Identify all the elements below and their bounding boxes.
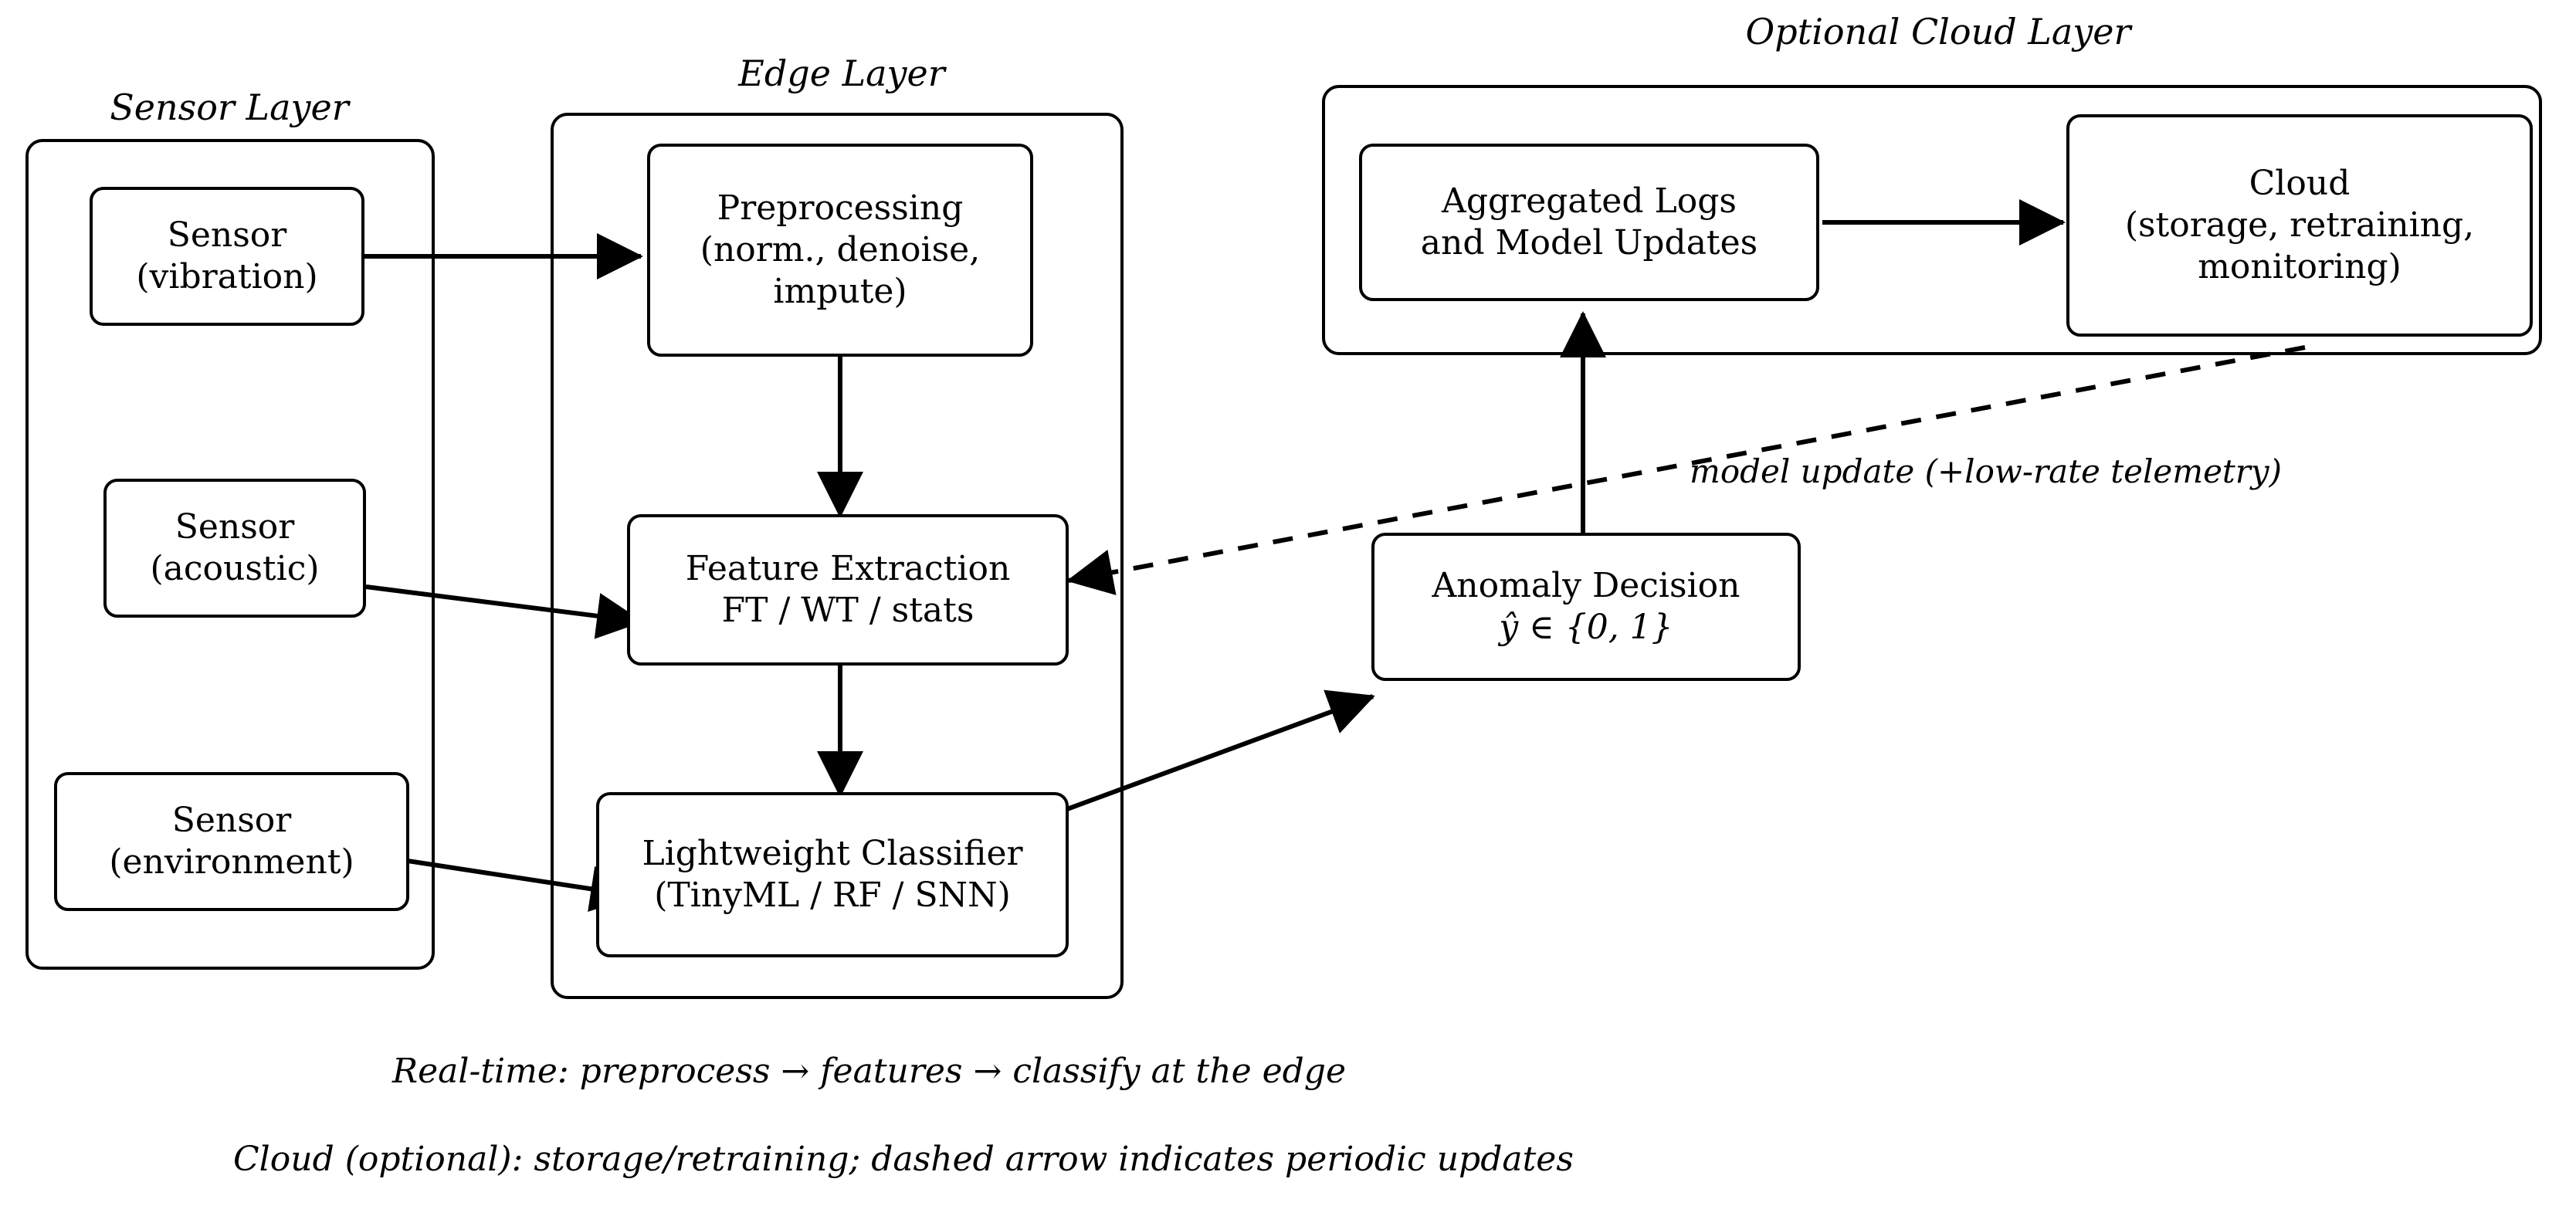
cloud-layer-title: Optional Cloud Layer	[1745, 11, 2131, 53]
node-feature-extraction-line1: Feature Extraction	[685, 549, 1011, 589]
node-sensor-environment[interactable]: Sensor (environment)	[54, 772, 409, 911]
node-aggregated-logs-line1: Aggregated Logs	[1442, 181, 1737, 222]
node-lightweight-classifier-line2: (TinyML / RF / SNN)	[654, 876, 1011, 915]
node-feature-extraction-line2: FT / WT / stats	[721, 591, 974, 630]
node-anomaly-decision-line2: ŷ ∈ {0, 1}	[1499, 608, 1673, 647]
node-sensor-acoustic[interactable]: Sensor (acoustic)	[103, 479, 366, 618]
edge-layer-title: Edge Layer	[738, 53, 945, 94]
node-sensor-acoustic-line2: (acoustic)	[150, 549, 320, 588]
node-cloud-line2: (storage, retraining,	[2124, 205, 2475, 246]
edge-label-model-update: model update (+low-rate telemetry)	[1690, 452, 2282, 490]
edge-layer-container	[551, 113, 1124, 999]
node-aggregated-logs[interactable]: Aggregated Logs and Model Updates	[1359, 144, 1819, 301]
sensor-layer-title: Sensor Layer	[110, 86, 349, 128]
node-anomaly-decision-line1: Anomaly Decision	[1432, 566, 1740, 606]
node-lightweight-classifier-line1: Lightweight Classifier	[642, 834, 1023, 874]
node-sensor-environment-line2: (environment)	[109, 842, 354, 882]
cloud-layer-container	[1322, 85, 2542, 355]
node-cloud[interactable]: Cloud (storage, retraining, monitoring)	[2066, 114, 2533, 337]
node-sensor-environment-line1: Sensor	[171, 801, 292, 841]
node-feature-extraction[interactable]: Feature Extraction FT / WT / stats	[627, 514, 1069, 666]
node-preprocessing-line2: (norm., denoise,	[700, 230, 981, 270]
sensor-layer-container	[25, 139, 435, 970]
node-cloud-line3: monitoring)	[2198, 246, 2401, 286]
node-preprocessing-line3: impute)	[773, 271, 907, 311]
node-cloud-line1: Cloud	[2249, 164, 2351, 204]
node-preprocessing-line1: Preprocessing	[717, 188, 964, 229]
caption-realtime: Real-time: preprocess → features → class…	[392, 1052, 1347, 1091]
node-aggregated-logs-line2: and Model Updates	[1420, 223, 1758, 263]
node-sensor-vibration-line1: Sensor	[167, 215, 287, 256]
node-anomaly-decision[interactable]: Anomaly Decision ŷ ∈ {0, 1}	[1371, 533, 1801, 681]
node-lightweight-classifier[interactable]: Lightweight Classifier (TinyML / RF / SN…	[596, 792, 1069, 957]
caption-cloud-optional: Cloud (optional): storage/retraining; da…	[233, 1140, 1574, 1179]
node-sensor-vibration-line2: (vibration)	[136, 257, 318, 296]
node-sensor-acoustic-line1: Sensor	[175, 507, 295, 547]
node-preprocessing[interactable]: Preprocessing (norm., denoise, impute)	[647, 144, 1033, 357]
node-sensor-vibration[interactable]: Sensor (vibration)	[90, 187, 364, 326]
